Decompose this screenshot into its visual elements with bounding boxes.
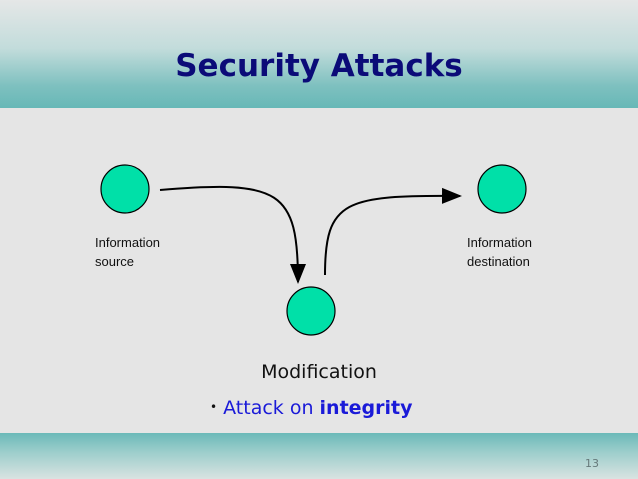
- destination-label-line1: Information: [467, 235, 533, 250]
- source-label: Information source: [95, 233, 160, 271]
- page-number: 13: [585, 457, 599, 470]
- bullet-item: • Attack on integrity: [210, 397, 413, 419]
- source-node: [100, 164, 150, 214]
- header-band: [0, 0, 638, 108]
- destination-label-line2: destination: [467, 254, 530, 269]
- destination-label: Information destination: [467, 233, 532, 271]
- bullet-text: Attack on: [223, 397, 320, 419]
- caption: Modification: [261, 361, 377, 383]
- destination-node: [477, 164, 527, 214]
- footer-band: [0, 433, 638, 479]
- bullet-emphasis: integrity: [319, 397, 413, 419]
- attacker-node: [286, 286, 336, 336]
- arrow-source-to-attacker: [159, 185, 306, 284]
- source-label-line1: Information: [95, 235, 161, 250]
- source-label-line2: source: [95, 254, 135, 269]
- bullet-marker: •: [210, 400, 218, 414]
- slide-title: Security Attacks: [175, 48, 463, 84]
- arrow-attacker-to-destination: [324, 187, 462, 276]
